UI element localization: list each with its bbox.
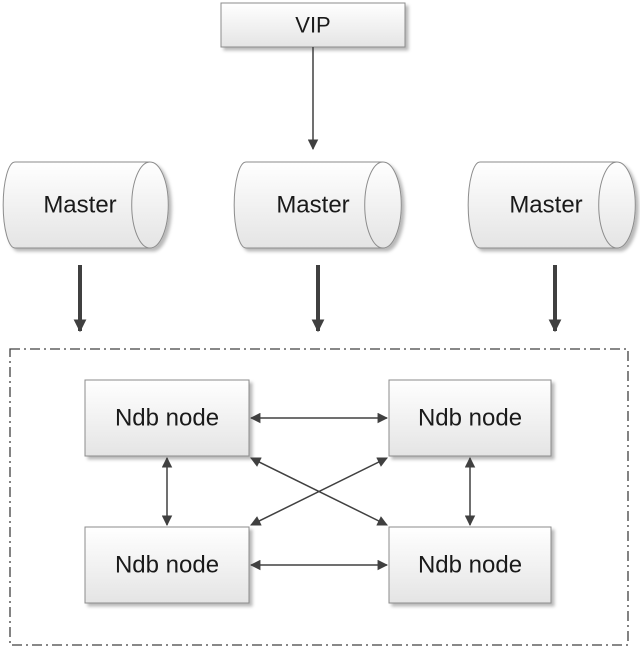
ndb-label-bottom-right: Ndb node bbox=[418, 552, 522, 579]
ndb-label-bottom-left: Ndb node bbox=[115, 552, 219, 579]
master-label-3: Master bbox=[509, 192, 582, 219]
ndb-label-top-left: Ndb node bbox=[115, 405, 219, 432]
ndb-cluster-boundary bbox=[9, 348, 629, 646]
master-label-1: Master bbox=[43, 192, 116, 219]
vip-node: VIP bbox=[220, 2, 406, 48]
master-label-2: Master bbox=[276, 192, 349, 219]
master-node-1: Master bbox=[2, 161, 169, 249]
ndb-label-top-right: Ndb node bbox=[418, 405, 522, 432]
ndb-node-bottom-right: Ndb node bbox=[388, 526, 552, 604]
link-diagonal-up bbox=[250, 457, 388, 526]
master-node-2: Master bbox=[233, 161, 402, 249]
ndb-node-bottom-left: Ndb node bbox=[84, 526, 250, 604]
ndb-node-top-left: Ndb node bbox=[84, 379, 250, 457]
master-node-3: Master bbox=[467, 161, 636, 249]
vip-label: VIP bbox=[295, 13, 330, 38]
ndb-node-top-right: Ndb node bbox=[388, 379, 552, 457]
